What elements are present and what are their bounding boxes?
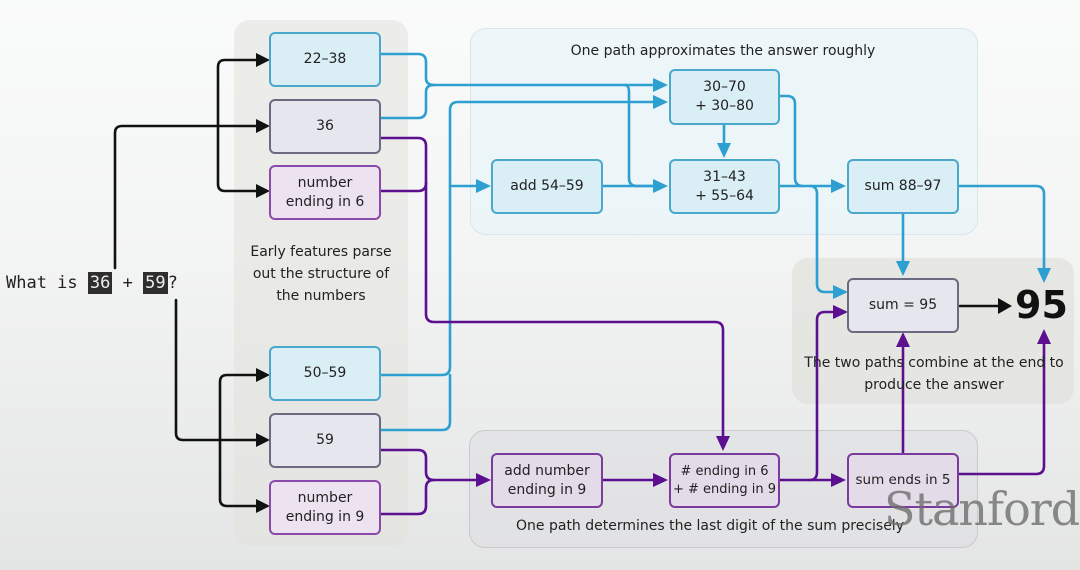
question-prompt: What is 36 + 59 ?: [6, 272, 178, 294]
node-label-line1: # ending in 6: [680, 463, 769, 479]
node-label: add 54–59: [510, 178, 584, 194]
operand-b-token: 59: [143, 272, 168, 294]
input-arrowheads: [256, 53, 1012, 513]
node-number-ending-9: number ending in 9: [269, 480, 381, 535]
approx-path-arrowheads: [476, 78, 1051, 299]
node-add-54-59: add 54–59: [491, 159, 603, 214]
approx-path-wires: [379, 52, 1046, 432]
node-label: 59: [316, 432, 334, 448]
node-30-70-plus-30-80: 30–70 + 30–80: [669, 69, 780, 125]
combine-caption: The two paths combine at the end to prod…: [804, 355, 1064, 393]
node-range-50-59: 50–59: [269, 346, 381, 401]
digit-path-arrowheads: [476, 305, 1051, 487]
node-label: add number ending in 9: [504, 462, 590, 498]
node-sum-95: sum = 95: [847, 278, 959, 333]
node-label: number ending in 9: [285, 489, 365, 525]
question-suffix: ?: [167, 273, 178, 293]
node-31-43-plus-55-64: 31–43 + 55–64: [669, 159, 780, 214]
stanford-watermark: Stanford: [884, 482, 1080, 536]
node-number-ending-6: number ending in 6: [269, 165, 381, 220]
final-answer: 95: [1015, 283, 1068, 327]
node-label: 22–38: [303, 51, 347, 67]
node-36: 36: [269, 99, 381, 154]
question-operator: +: [112, 273, 144, 293]
node-sum-88-97: sum 88–97: [847, 159, 959, 214]
early-features-caption: Early features parse out the structure o…: [250, 244, 392, 304]
node-label: 36: [316, 118, 334, 134]
node-range-22-38: 22–38: [269, 32, 381, 87]
question-prefix: What is: [6, 273, 88, 293]
wire-59-split: [174, 298, 222, 442]
node-label-line2: + 30–80: [695, 98, 754, 114]
wire-36-split: [113, 124, 220, 270]
node-label-line1: 31–43: [703, 168, 746, 185]
node-ending-6-plus-ending-9: # ending in 6 + # ending in 9: [669, 453, 780, 508]
node-label-line1: 30–70: [703, 79, 746, 95]
node-label: sum ends in 5: [855, 472, 951, 488]
approx-path-caption: One path approximates the answer roughly: [570, 43, 876, 59]
node-label: sum = 95: [868, 297, 938, 313]
node-label: number ending in 6: [285, 174, 365, 210]
operand-a-token: 36: [87, 272, 113, 294]
node-sum-ends-in-5: sum ends in 5: [847, 453, 959, 508]
input-wires: [113, 58, 1002, 508]
node-add-number-ending-9: add number ending in 9: [491, 453, 603, 508]
node-label: sum 88–97: [864, 178, 942, 194]
digit-path-wires: [379, 136, 1046, 516]
node-59: 59: [269, 413, 381, 468]
node-label-line2: + 55–64: [695, 187, 754, 204]
node-label-line2: + # ending in 9: [672, 481, 777, 497]
digit-path-caption: One path determines the last digit of th…: [516, 518, 904, 534]
node-label: 50–59: [303, 365, 347, 381]
